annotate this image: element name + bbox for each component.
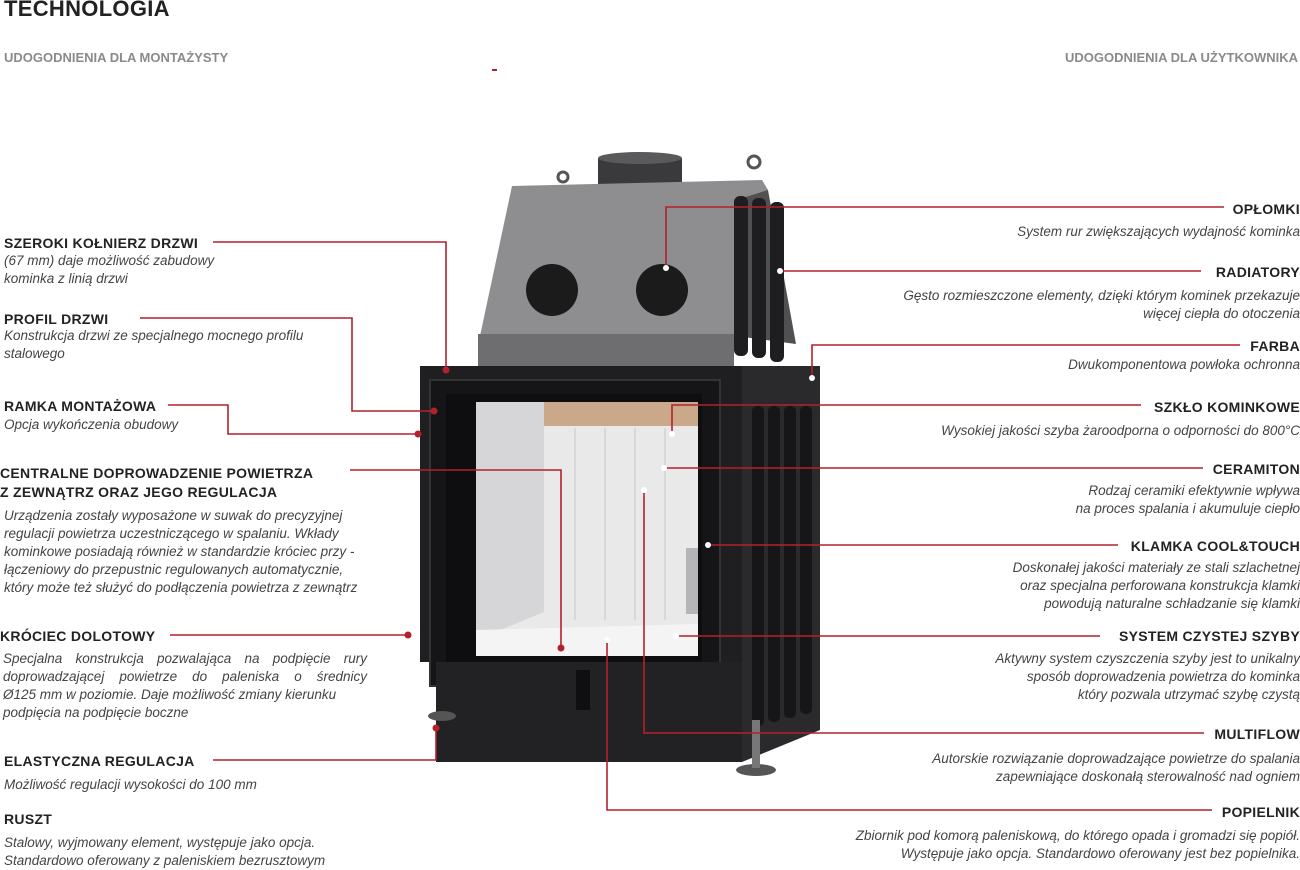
label-desc: na proces spalania i akumuluje ciepło xyxy=(1075,501,1300,516)
label-desc: łączeniowy do przepustnic regulowanych a… xyxy=(4,562,344,577)
label-title: POPIELNIK xyxy=(1221,804,1300,820)
label-title: SZKŁO KOMINKOWE xyxy=(1153,399,1300,415)
label-desc: Dwukomponentowa powłoka ochronna xyxy=(1068,357,1300,372)
label-title: SYSTEM CZYSTEJ SZYBY xyxy=(1118,628,1300,644)
left-column-heading: UDOGODNIENIA DLA MONTAŻYSTY xyxy=(4,50,229,65)
label-title: RADIATORY xyxy=(1215,264,1300,280)
label-desc: zapewniające doskonałą sterowalność nad … xyxy=(996,769,1300,784)
label-desc: Doskonałej jakości materiały ze stali sz… xyxy=(1012,560,1300,575)
label-desc: Urządzenia zostały wyposażone w suwak do… xyxy=(4,508,343,523)
label-desc: Specjalna konstrukcja pozwalająca na pod… xyxy=(3,651,367,666)
label-title: RUSZT xyxy=(4,811,53,827)
label-desc: więcej ciepła do otoczenia xyxy=(1143,306,1300,321)
label-desc: powodują naturalne schładzanie się klamk… xyxy=(1044,596,1300,611)
label-desc: System rur zwiększających wydajność komi… xyxy=(1017,224,1300,239)
label-desc: Opcja wykończenia obudowy xyxy=(4,417,179,432)
label-desc: Gęsto rozmieszczone elementy, dzięki któ… xyxy=(903,288,1300,303)
label-title: PROFIL DRZWI xyxy=(4,311,109,327)
label-desc: kominka z linią drzwi xyxy=(4,271,128,286)
label-desc: Ø125 mm w poziomie. Daje możliwość zmian… xyxy=(3,687,337,702)
label-desc: Rodzaj ceramiki efektywnie wpływa xyxy=(1088,483,1300,498)
label-title: MULTIFLOW xyxy=(1214,726,1300,742)
label-desc: stalowego xyxy=(4,346,65,361)
accent-dash xyxy=(492,69,497,71)
label-title: CERAMITON xyxy=(1212,461,1300,477)
label-desc: oraz specjalna perforowana konstrukcja k… xyxy=(1020,578,1300,593)
label-title: FARBA xyxy=(1250,338,1300,354)
label-title: Z ZEWNĄTRZ ORAZ JEGO REGULACJA xyxy=(0,484,278,500)
right-column-heading: UDOGODNIENIA DLA UŻYTKOWNIKA xyxy=(1064,50,1298,65)
label-title: ELASTYCZNA REGULACJA xyxy=(4,753,195,769)
label-desc: Występuje jako opcja. Standardowo oferow… xyxy=(900,846,1300,861)
label-desc: który pozwala utrzymać szybę czystą xyxy=(1077,687,1300,702)
label-desc: Wysokiej jakości szyba żaroodporna o odp… xyxy=(941,423,1300,438)
label-title: RAMKA MONTAŻOWA xyxy=(4,398,157,414)
label-desc: regulacji powietrza uczestniczącego w sp… xyxy=(4,526,339,541)
label-desc: Konstrukcja drzwi ze specjalnego mocnego… xyxy=(4,328,304,343)
label-desc: Aktywny system czyszczenia szyby jest to… xyxy=(995,651,1300,666)
page-title: TECHNOLOGIA xyxy=(4,0,170,21)
label-desc: podpięcia na podpięcie boczne xyxy=(3,705,189,720)
label-desc: który może też służyć do podłączenia pow… xyxy=(4,580,358,595)
label-desc: kominkowe posiadają również w standardzi… xyxy=(4,544,355,559)
label-desc: sposób doprowadzenia powietrza do komink… xyxy=(1026,669,1300,684)
label-desc: Możliwość regulacji wysokości do 100 mm xyxy=(4,777,257,792)
label-desc: Standardowo oferowany z paleniskiem bezr… xyxy=(4,853,326,868)
label-desc: Stalowy, wyjmowany element, występuje ja… xyxy=(4,835,316,850)
label-desc: Zbiornik pod komorą paleniskową, do któr… xyxy=(855,828,1300,843)
label-title: KRÓCIEC DOLOTOWY xyxy=(0,628,156,644)
label-title: KLAMKA COOL&TOUCH xyxy=(1130,538,1300,554)
label-title: CENTRALNE DOPROWADZENIE POWIETRZA xyxy=(0,465,314,481)
label-desc: doprowadzającej powietrze do paleniska o… xyxy=(3,669,367,684)
label-title: SZEROKI KOŁNIERZ DRZWI xyxy=(4,235,199,251)
label-title: OPŁOMKI xyxy=(1232,201,1300,217)
label-desc: (67 mm) daje możliwość zabudowy xyxy=(4,253,215,268)
label-desc: Autorskie rozwiązanie doprowadzające pow… xyxy=(932,751,1300,766)
